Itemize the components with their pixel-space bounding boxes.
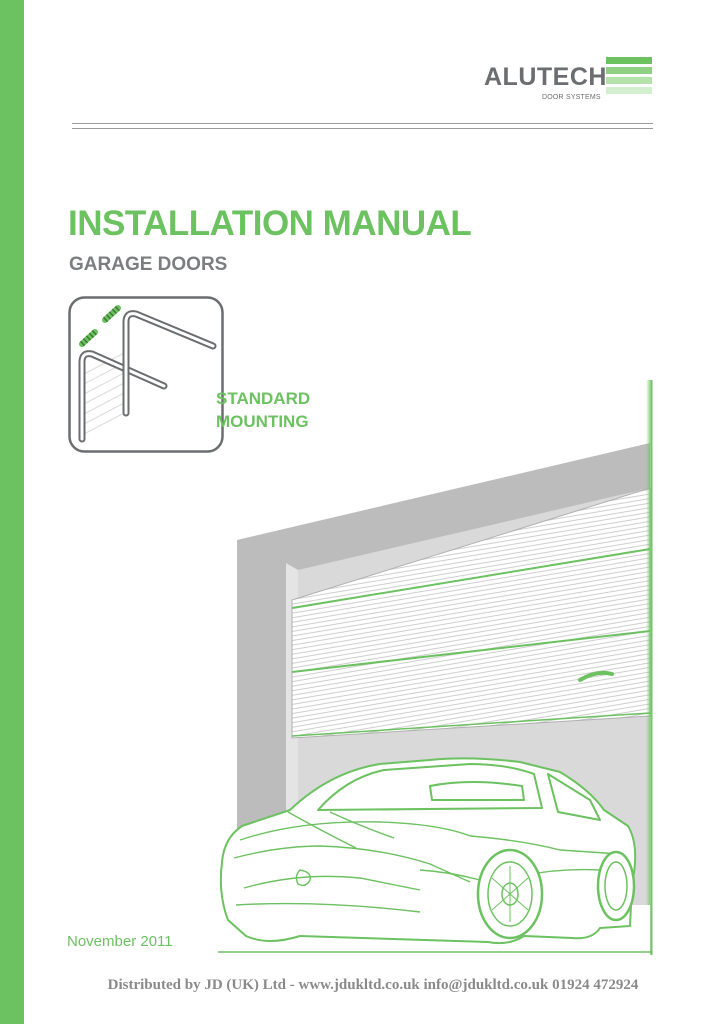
- header-rule-top: [72, 123, 653, 124]
- distributor-footer: Distributed by JD (UK) Ltd - www.jdukltd…: [107, 977, 639, 993]
- logo-stripes-icon: [606, 57, 652, 97]
- logo-wordmark: ALUTECH: [484, 63, 607, 91]
- standard-mounting-rail-icon: [68, 296, 224, 453]
- alutech-logo: ALUTECH DOOR SYSTEMS: [480, 56, 655, 104]
- mounting-type-label: STANDARD MOUNTING: [216, 387, 310, 433]
- mounting-label-line1: STANDARD: [216, 389, 311, 408]
- logo-tagline: DOOR SYSTEMS: [542, 94, 601, 101]
- publication-date: November 2011: [67, 933, 173, 950]
- mounting-label-line2: MOUNTING: [216, 412, 309, 431]
- header-rule-bottom: [72, 128, 653, 129]
- garage-door-car-illustration: [218, 380, 653, 955]
- document-title: INSTALLATION MANUAL: [68, 204, 472, 243]
- side-color-bar: [0, 0, 24, 1024]
- document-subtitle: GARAGE DOORS: [69, 254, 228, 275]
